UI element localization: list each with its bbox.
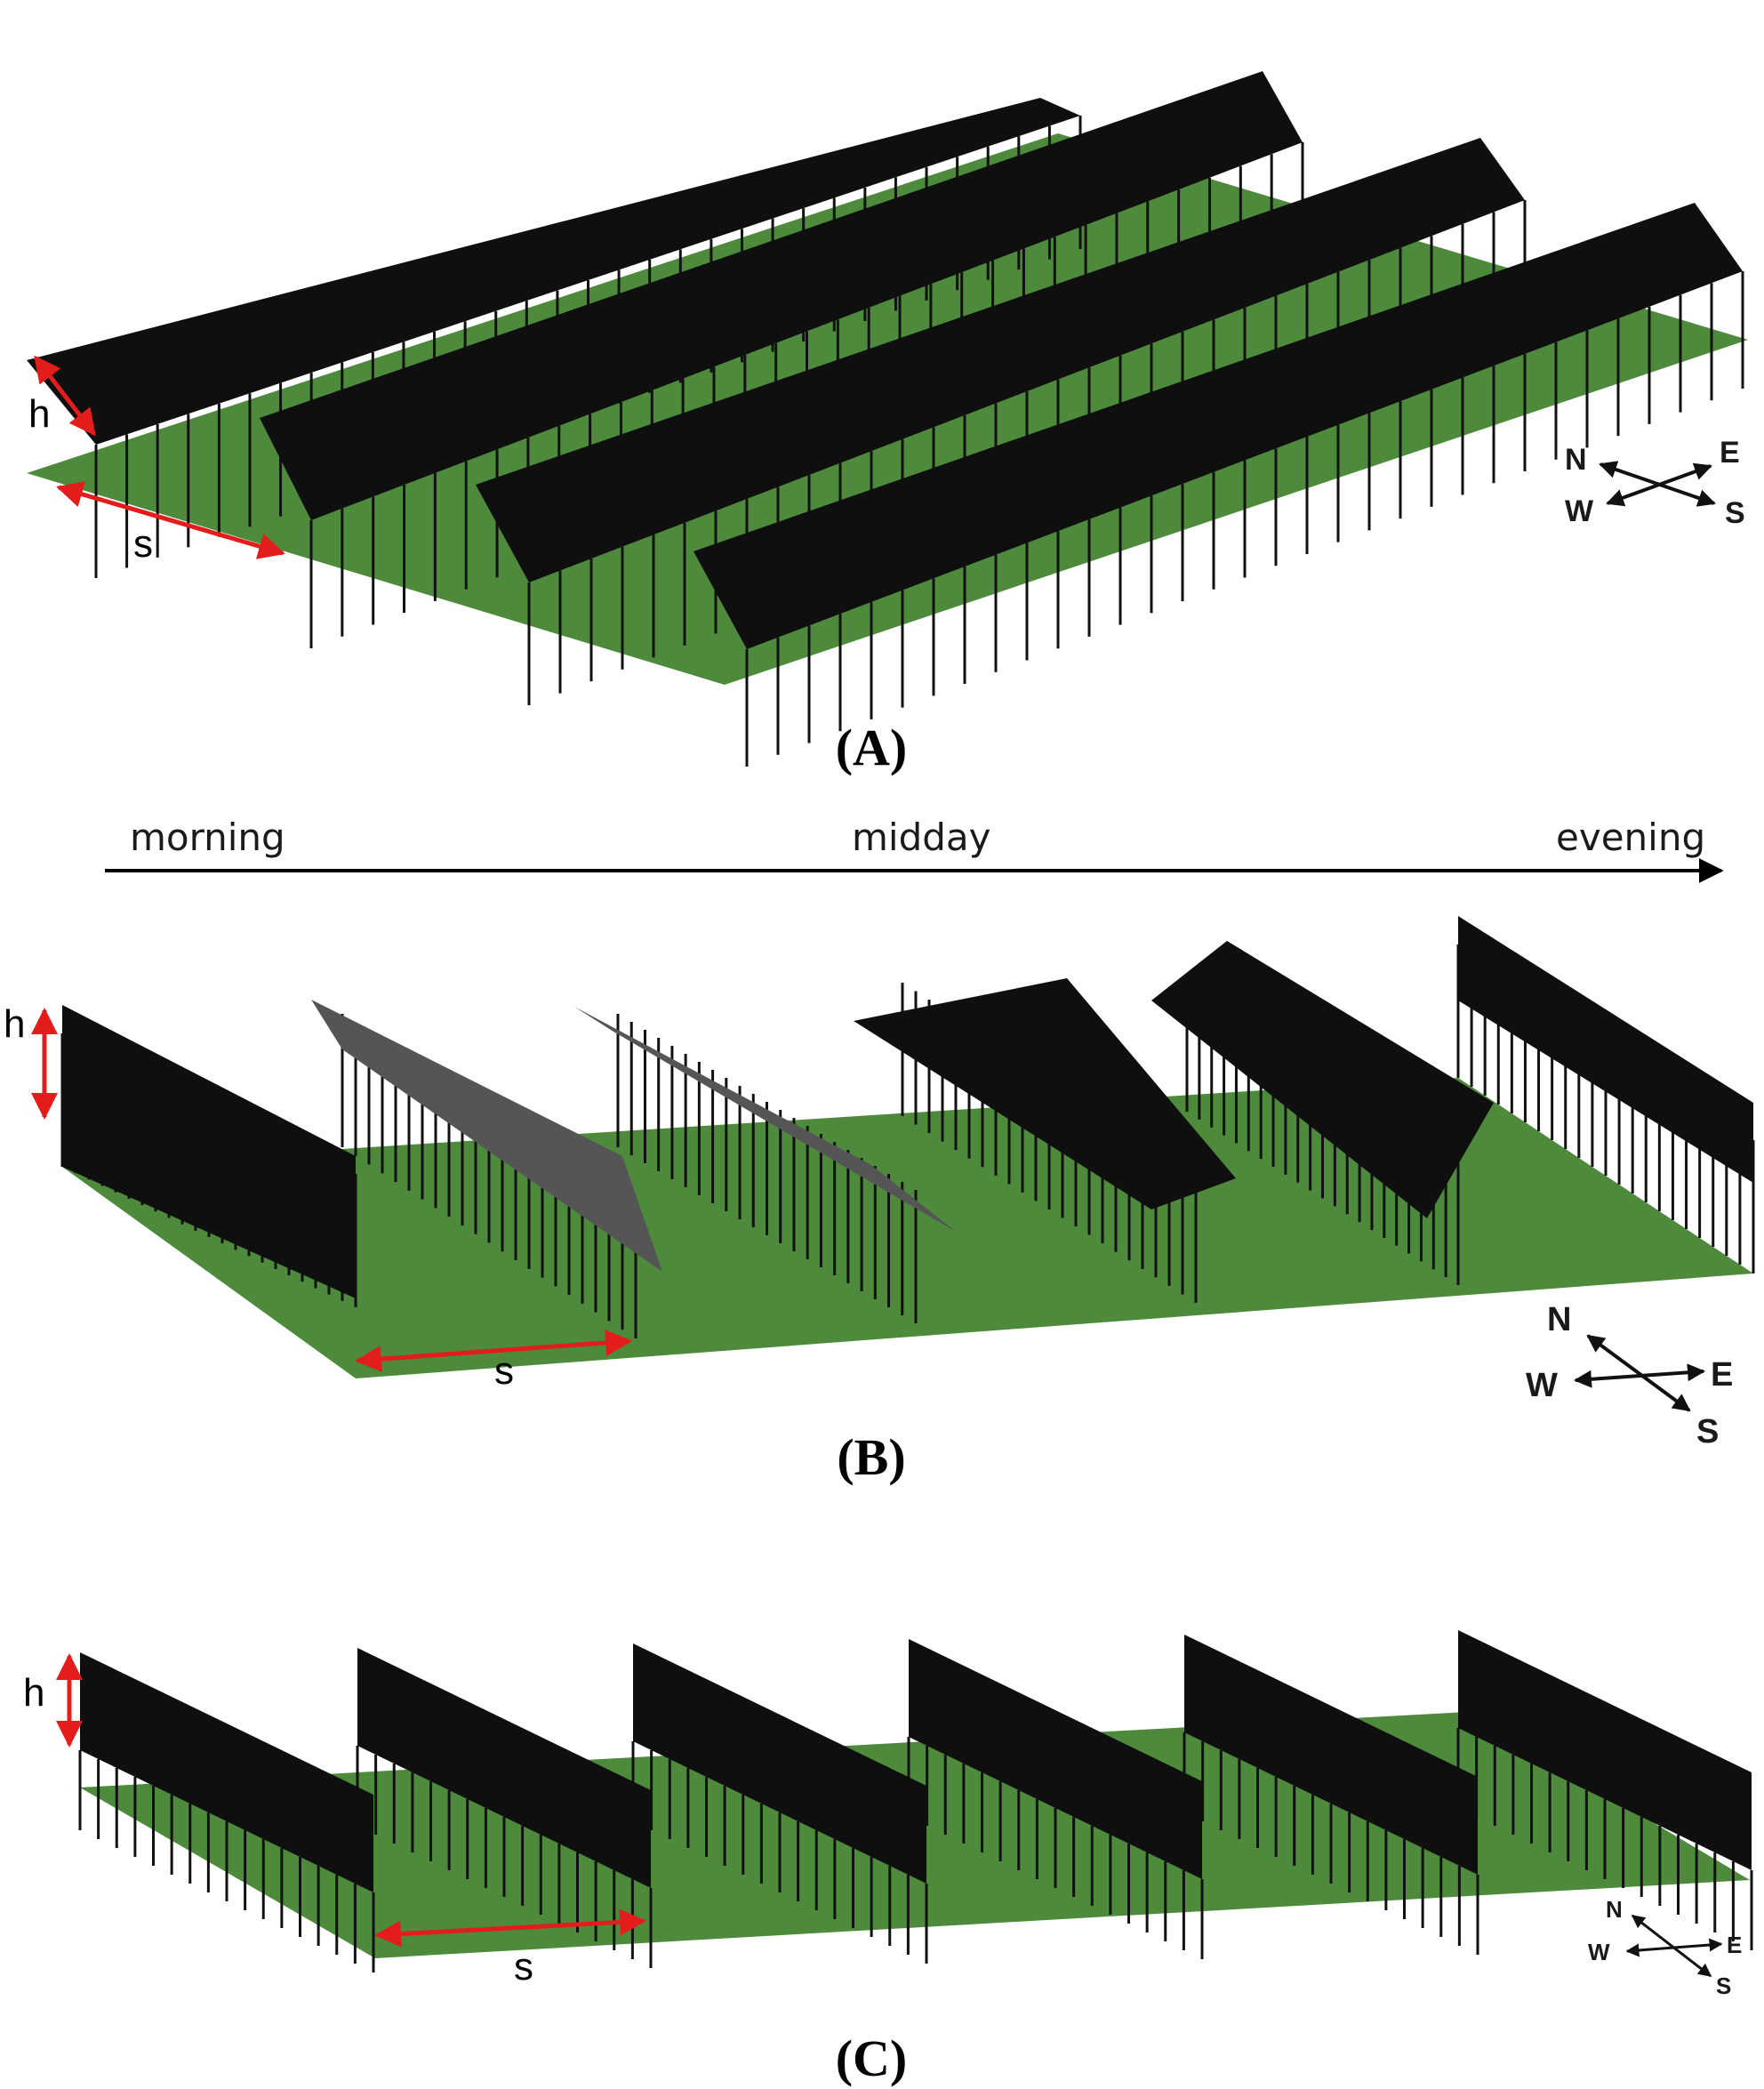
panel-a-caption: (A): [836, 719, 908, 776]
panel-b-ground: [62, 1078, 1753, 1378]
pv-array-row: [80, 1652, 373, 1892]
timeline-middle-label: midday: [852, 816, 991, 859]
panel-a-arrays: [27, 71, 1743, 649]
panel-b-s-label: s: [494, 1349, 514, 1393]
compass-c-s-label: S: [1716, 1972, 1731, 1999]
compass-b-e-label: E: [1711, 1356, 1733, 1394]
pv-array-row: [311, 1000, 662, 1272]
pv-array-row: [574, 1007, 956, 1232]
compass-c-w-e-arrow: [1625, 1938, 1723, 1957]
pv-array-row: [357, 1648, 651, 1888]
panel-c: h s N E W S (C): [23, 1630, 1753, 2087]
pv-array-row: [909, 1639, 1202, 1879]
timeline-start-label: morning: [130, 816, 285, 859]
timeline: morning midday evening: [105, 816, 1724, 883]
panel-c-arrays: [80, 1630, 1752, 1892]
panel-b-s-arrow: [355, 1329, 632, 1373]
panel-c-compass: N E W S: [1588, 1896, 1742, 1999]
compass-c-e-label: E: [1727, 1932, 1742, 1958]
panel-b-compass: N E W S: [1526, 1301, 1733, 1450]
pv-array-row: [476, 138, 1525, 583]
panel-a-h-label: h: [28, 392, 50, 436]
timeline-end-label: evening: [1556, 816, 1705, 859]
compass-b-w-e-arrow: [1574, 1363, 1705, 1388]
panel-c-s-arrow: [374, 1908, 646, 1948]
panel-b-arrays: [62, 916, 1753, 1298]
panel-c-h-label: h: [23, 1671, 44, 1715]
compass-c-w-label: W: [1588, 1939, 1610, 1965]
pv-array-row: [1151, 941, 1494, 1218]
panel-a: h s N E W S (A): [27, 71, 1748, 776]
compass-a-w-label: W: [1565, 494, 1594, 528]
compass-a-n-label: N: [1565, 443, 1587, 477]
panel-c-s-label: s: [514, 1945, 533, 1989]
pv-array-row: [27, 98, 1080, 445]
pv-array-row: [1184, 1635, 1478, 1875]
panel-a-compass: N E W S: [1565, 436, 1745, 530]
pv-array-row: [62, 1005, 356, 1298]
compass-a-e-label: E: [1720, 436, 1740, 470]
compass-b-s-label: S: [1696, 1413, 1719, 1450]
pv-array-row: [694, 203, 1743, 649]
pv-array-row: [633, 1643, 926, 1884]
compass-b-w-label: W: [1526, 1367, 1558, 1404]
panel-b: h s N E W S (B): [4, 916, 1755, 1486]
compass-c-n-label: N: [1606, 1896, 1623, 1923]
pv-array-row: [260, 71, 1303, 520]
pv-array-row: [854, 978, 1236, 1209]
pv-array-row: [1458, 916, 1753, 1183]
panel-a-h-arrow: [34, 355, 96, 437]
panel-c-caption: (C): [836, 2029, 908, 2087]
panel-a-s-label: s: [133, 522, 153, 566]
panel-b-h-label: h: [4, 1002, 25, 1046]
panel-a-s-arrow: [56, 481, 285, 559]
compass-b-n-label: N: [1547, 1301, 1571, 1338]
compass-a-s-label: S: [1725, 496, 1745, 530]
compass-a-sw-ne-arrow: [1606, 462, 1712, 507]
pv-array-row: [1458, 1630, 1752, 1870]
panel-b-caption: (B): [837, 1428, 905, 1486]
